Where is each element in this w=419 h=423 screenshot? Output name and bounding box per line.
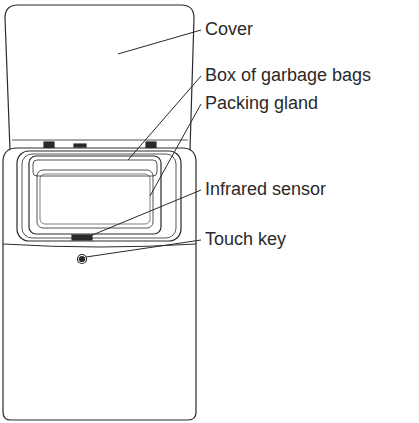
- packing-gland-inner: [22, 154, 176, 238]
- leader-line: [150, 104, 201, 196]
- cover-edge: [12, 140, 188, 141]
- part-label: Touch key: [205, 230, 286, 248]
- part-label: Packing gland: [205, 94, 318, 112]
- hinge: [44, 142, 54, 148]
- bag-box-inner: [40, 174, 150, 224]
- bag-box-inner: [37, 170, 153, 228]
- touch-key: [80, 257, 85, 262]
- leader-line: [118, 30, 201, 54]
- packing-gland: [17, 151, 181, 241]
- latch: [74, 144, 86, 147]
- bag-box-top: [33, 160, 157, 176]
- part-label: Cover: [205, 20, 253, 38]
- touch-key-ring: [78, 255, 87, 264]
- leader-line: [128, 76, 201, 160]
- part-label: Box of garbage bags: [205, 66, 371, 84]
- bag-box: [29, 156, 161, 234]
- cover-outline: [5, 5, 194, 150]
- leader-line: [90, 190, 201, 236]
- leader-line: [86, 240, 201, 257]
- infrared-sensor: [72, 235, 92, 240]
- body-outline: [3, 148, 196, 420]
- hinge: [146, 142, 156, 148]
- leader-lines: [86, 30, 201, 257]
- trash-can: [3, 5, 196, 420]
- part-label: Infrared sensor: [205, 180, 326, 198]
